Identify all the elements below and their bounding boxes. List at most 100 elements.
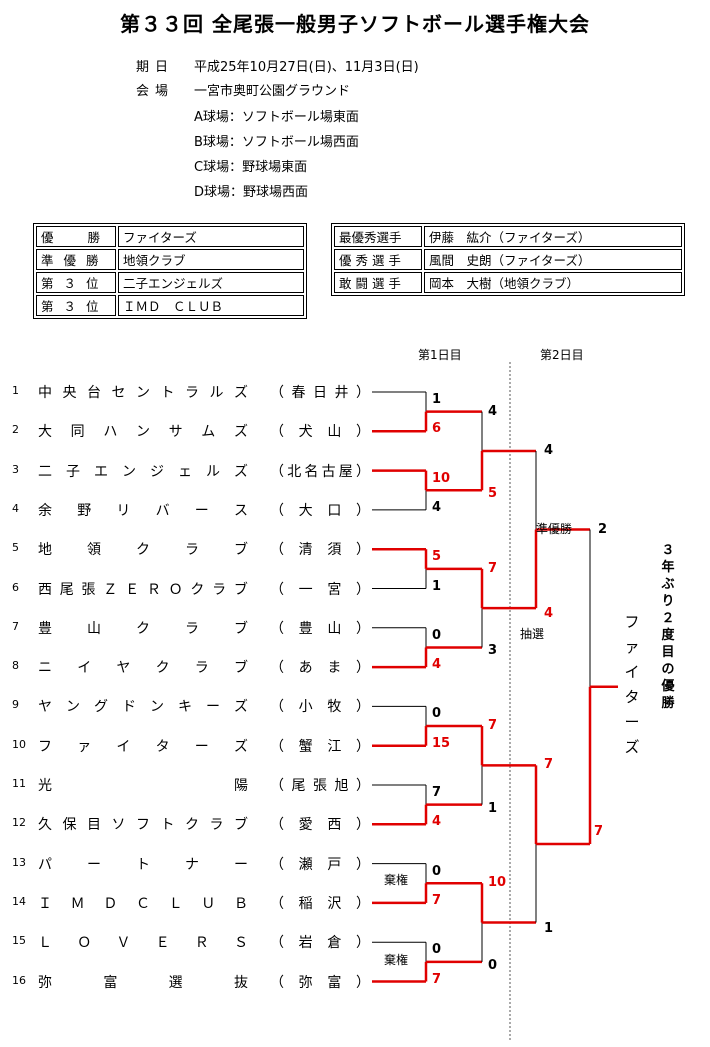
field-b: B球場：ソフトボール場西面	[194, 135, 359, 150]
team-location: （弥富）	[270, 974, 370, 991]
score: 4	[432, 814, 442, 830]
team-number: 15	[12, 934, 26, 948]
team-number: 5	[12, 541, 19, 555]
team-location: （稲沢）	[270, 895, 370, 912]
score: 7	[544, 757, 554, 773]
award-label: 最優秀選手	[334, 226, 422, 247]
results-table: 優 勝ファイターズ 準 優 勝地領クラブ 第 ３ 位二子エンジェルズ 第 ３ 位…	[33, 223, 307, 319]
result-team: 二子エンジェルズ	[118, 272, 304, 293]
team-location: （犬山）	[270, 424, 370, 441]
team-number: 7	[12, 619, 19, 633]
champion-vertical: ファイターズ	[624, 613, 640, 756]
award-row: 最優秀選手伊藤 紘介（ファイターズ）	[334, 226, 682, 247]
score: 1	[432, 392, 442, 407]
team-number: 4	[12, 501, 19, 515]
venue-row: 会場 一宮市奥町公園グラウンド	[136, 80, 350, 99]
team-row: 5 地領クラブ （清須）	[12, 539, 370, 559]
team-location: （尾張旭）	[270, 778, 370, 794]
team-name: 中央台セントラルズ	[38, 385, 248, 401]
day2-label: 第2日目	[540, 348, 584, 362]
award-player: 風間 史朗（ファイターズ）	[424, 249, 682, 270]
result-label: 第 ３ 位	[36, 272, 116, 293]
score: 4	[544, 442, 554, 458]
score: 4	[432, 499, 442, 515]
team-location: （一宮）	[270, 581, 370, 598]
score: 4	[488, 403, 498, 419]
score: 2	[598, 521, 608, 537]
field-a: A球場：ソフトボール場東面	[194, 110, 359, 125]
score: 0	[432, 942, 442, 958]
score: 1	[488, 800, 498, 816]
score: 15	[432, 735, 451, 751]
score: 7	[432, 971, 442, 987]
team-location: （蟹江）	[270, 738, 370, 755]
date-row: 期日平成25年10月27日(日)、11月3日(日)	[136, 56, 419, 75]
result-row: 第 ３ 位二子エンジェルズ	[36, 272, 304, 293]
team-location: （清須）	[270, 542, 370, 559]
team-row: 10 ファイターズ （蟹江）	[12, 736, 370, 756]
result-label: 第 ３ 位	[36, 295, 116, 316]
team-location: （愛西）	[270, 817, 370, 834]
result-label: 準 優 勝	[36, 249, 116, 270]
team-location: （岩倉）	[270, 935, 370, 952]
team-row: 16 弥富選抜 （弥富）	[12, 972, 370, 992]
team-location: （豊山）	[270, 620, 370, 637]
team-number: 11	[12, 777, 26, 790]
score: 7	[432, 892, 442, 908]
venue-label: 会場	[136, 84, 175, 99]
team-name: ファイターズ	[38, 738, 248, 755]
result-team: ファイターズ	[118, 226, 304, 247]
lottery-note: 抽選	[520, 627, 545, 641]
score: 5	[488, 486, 498, 502]
result-row: 準 優 勝地領クラブ	[36, 249, 304, 270]
field-d: D球場：野球場西面	[194, 185, 309, 200]
score: 5	[432, 549, 442, 565]
score: 4	[544, 606, 554, 622]
result-team: ＩＭＤ ＣＬＵＢ	[118, 295, 304, 316]
team-name: 弥富選抜	[38, 974, 248, 991]
team-location: （瀬戸）	[270, 856, 370, 873]
team-location: （春日井）	[270, 385, 370, 401]
score: 0	[432, 706, 442, 722]
venue-value: 一宮市奥町公園グラウンド	[194, 84, 351, 99]
team-location: （北名古屋）	[270, 463, 370, 480]
team-name: ヤングドンキーズ	[38, 699, 248, 716]
team-number: 9	[12, 698, 19, 712]
score: 1	[544, 920, 554, 936]
team-name: 光陽	[38, 778, 248, 794]
team-row: 11 光陽 （尾張旭）	[12, 775, 370, 795]
runner-up-note: 準優勝	[536, 522, 573, 536]
score: 7	[432, 785, 442, 800]
score: 10	[488, 875, 507, 891]
award-player: 岡本 大樹（地領クラブ）	[424, 272, 682, 293]
score: 0	[432, 863, 442, 879]
team-name: 余野リバース	[38, 502, 248, 519]
team-name: パートナー	[38, 856, 248, 873]
team-number: 2	[12, 423, 19, 437]
team-name: 二子エンジェルズ	[38, 463, 248, 480]
result-team: 地領クラブ	[118, 249, 304, 270]
page-title: 第３３回 全尾張一般男子ソフトボール選手権大会	[120, 12, 590, 36]
team-number: 10	[12, 737, 26, 751]
team-number: 1	[12, 384, 19, 397]
result-label: 優 勝	[36, 226, 116, 247]
team-number: 16	[12, 973, 26, 987]
team-location: （小牧）	[270, 699, 370, 716]
score: 7	[594, 823, 604, 839]
team-name: 地領クラブ	[38, 542, 248, 559]
team-row: 1 中央台セントラルズ （春日井）	[12, 382, 370, 402]
field-c: C球場：野球場東面	[194, 160, 308, 175]
award-row: 優 秀 選 手風間 史朗（ファイターズ）	[334, 249, 682, 270]
